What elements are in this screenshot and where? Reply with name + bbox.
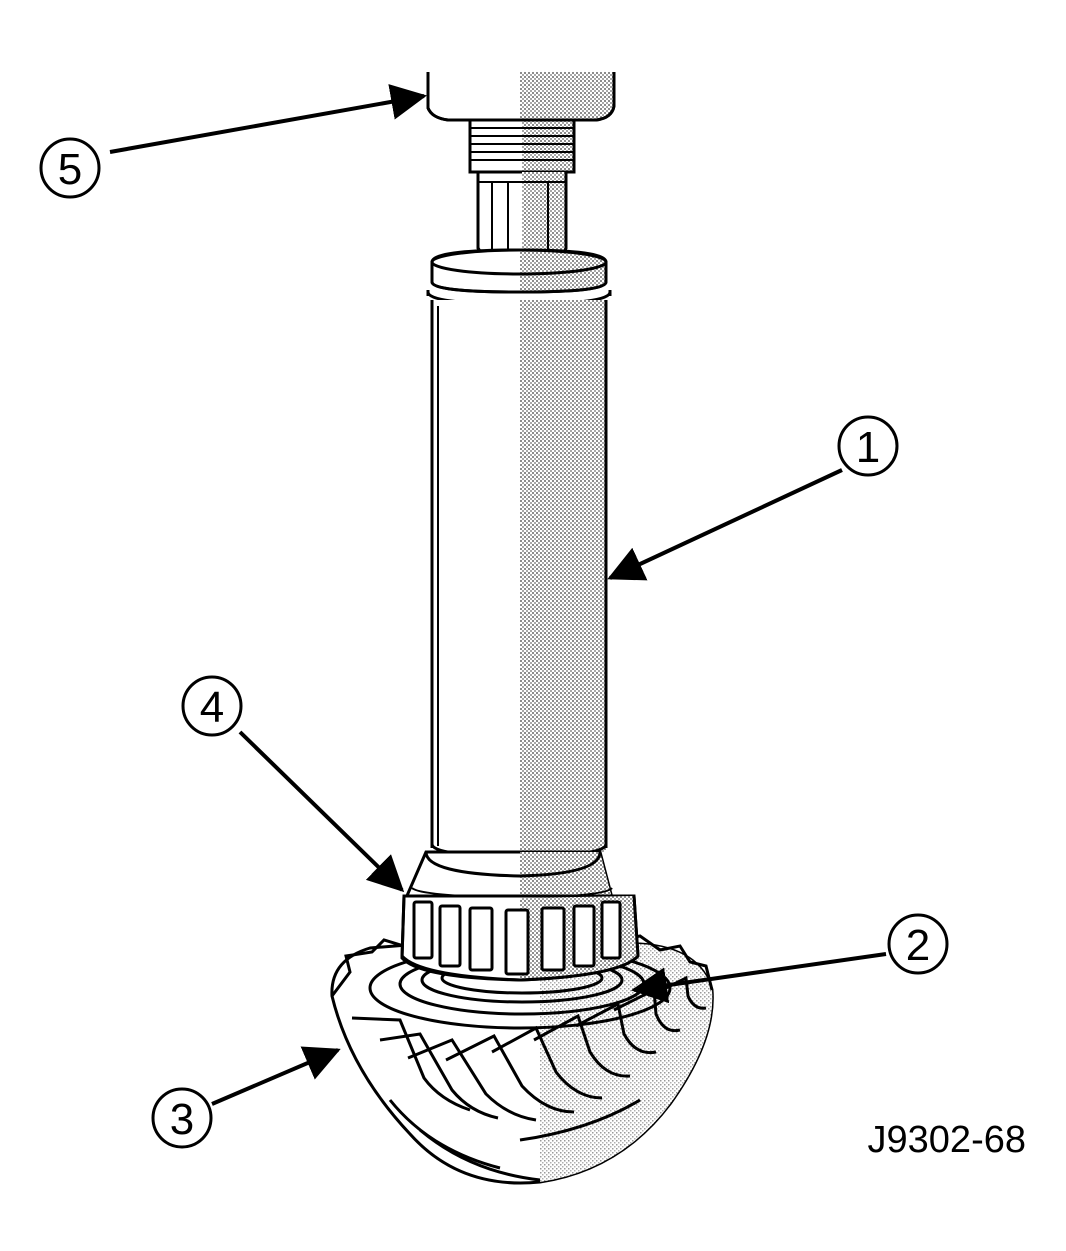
- callout-4-number: 4: [200, 683, 224, 732]
- pinion-bearing: [400, 850, 640, 982]
- figure-id: J9302-68: [868, 1119, 1026, 1161]
- leader-2: [631, 952, 887, 1004]
- callout-1-number: 1: [856, 423, 880, 472]
- leader-5: [109, 84, 427, 154]
- threaded-stem: [468, 118, 576, 174]
- callout-3-number: 3: [170, 1095, 194, 1144]
- callout-2: 2: [887, 913, 949, 975]
- pinion-shaft-end: [476, 170, 568, 264]
- callout-2-number: 2: [906, 921, 930, 970]
- leader-4: [238, 730, 405, 893]
- callout-5-number: 5: [58, 145, 82, 194]
- callout-4: 4: [181, 675, 243, 737]
- installer-tube: [426, 248, 612, 858]
- callout-3: 3: [151, 1087, 213, 1149]
- callout-5: 5: [39, 137, 101, 199]
- leader-3: [211, 1046, 341, 1106]
- press-ram: [426, 72, 616, 122]
- leader-1: [607, 468, 843, 581]
- callout-1: 1: [837, 415, 899, 477]
- callout-leaders: [109, 84, 887, 1106]
